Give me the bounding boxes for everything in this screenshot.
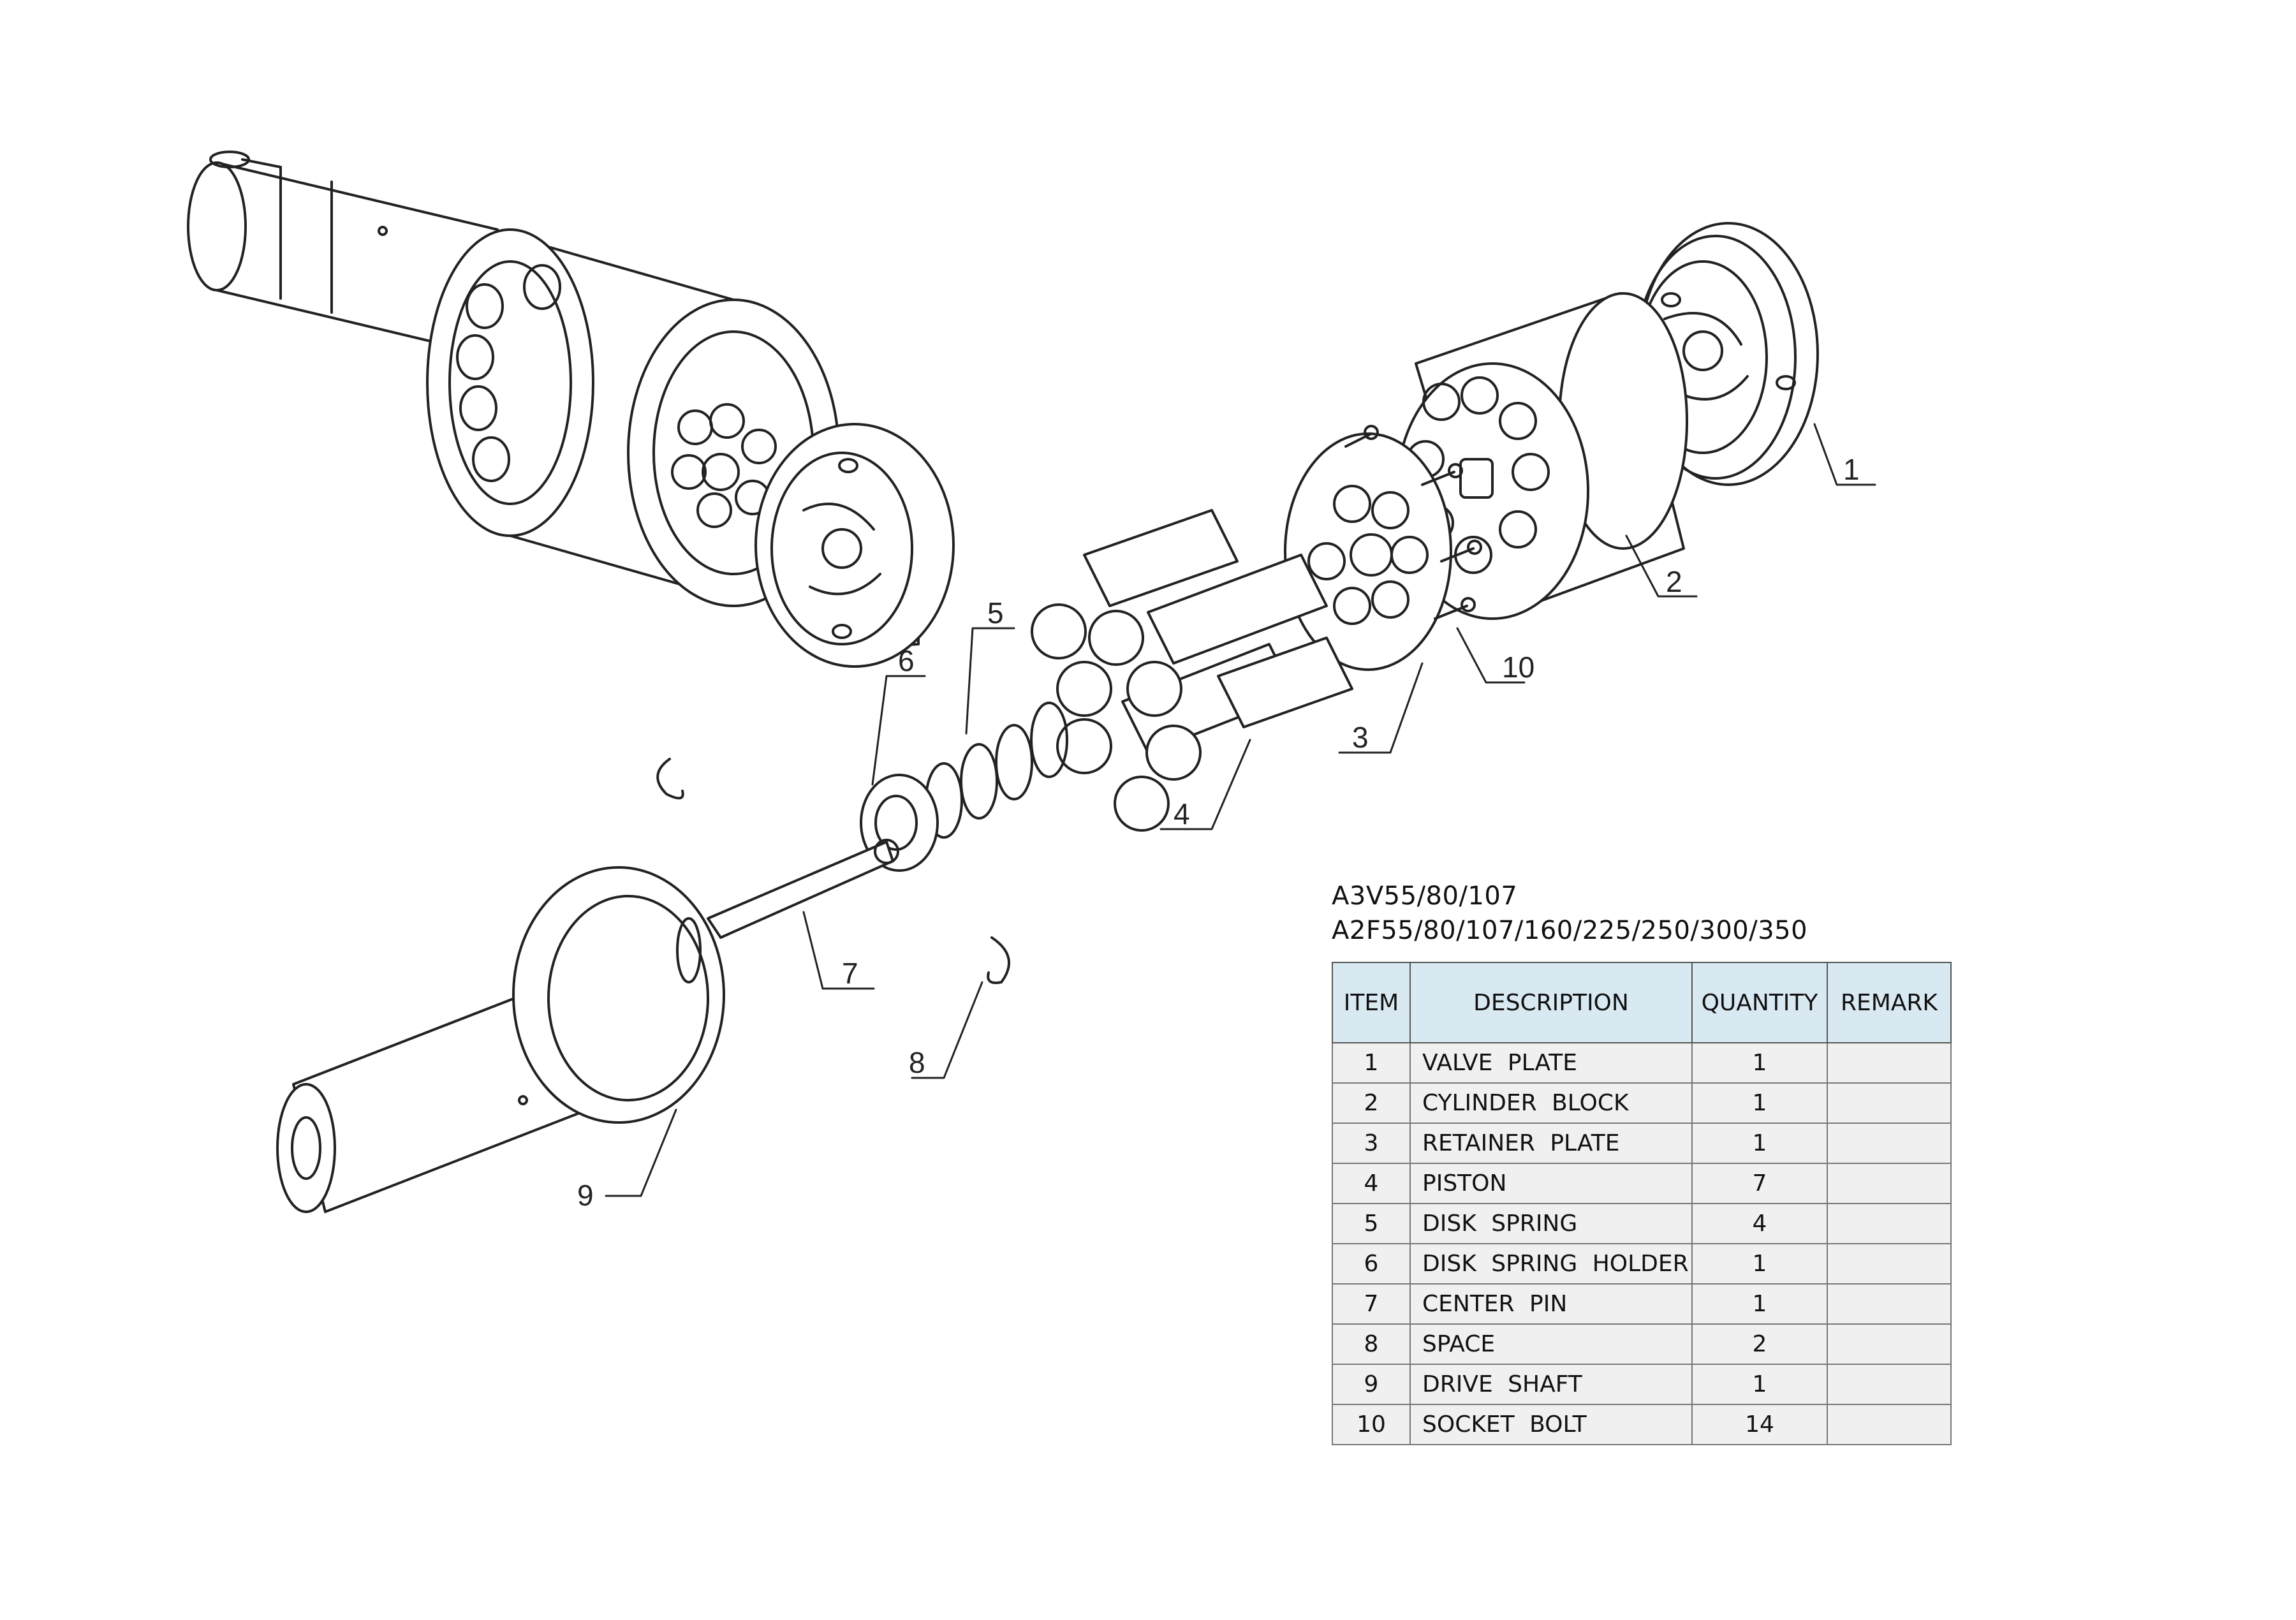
disk-springs: [925, 702, 1068, 839]
cell-item: 5: [1332, 1203, 1411, 1244]
cell-quantity: 1: [1691, 1283, 1828, 1325]
cell-description: CENTER PIN: [1409, 1283, 1693, 1325]
cell-description: DISK SPRING HOLDER: [1409, 1243, 1693, 1285]
cell-remark: [1827, 1283, 1952, 1325]
table-row: 4 PISTON 7: [1332, 1163, 1952, 1204]
model-titles: A3V55/80/107 A2F55/80/107/160/225/250/30…: [1332, 879, 1807, 948]
callout-4: 4: [1174, 797, 1190, 830]
cell-quantity: 7: [1691, 1163, 1828, 1204]
callout-8: 8: [909, 1046, 925, 1079]
assembled-valve-plate-top: [754, 423, 955, 668]
callout-10: 10: [1502, 651, 1534, 684]
header-description: DESCRIPTION: [1409, 962, 1693, 1043]
retainer-plate-exploded: [1284, 432, 1452, 671]
callout-2: 2: [1666, 565, 1682, 598]
table-row: 9 DRIVE SHAFT 1: [1332, 1364, 1952, 1405]
cell-quantity: 14: [1691, 1404, 1828, 1445]
callout-leaders: [605, 423, 1876, 1197]
cell-description: DRIVE SHAFT: [1409, 1364, 1693, 1405]
socket-bolts: [1344, 425, 1482, 620]
cell-description: CYLINDER BLOCK: [1409, 1082, 1693, 1124]
cell-remark: [1827, 1163, 1952, 1204]
callout-6: 6: [898, 644, 915, 677]
cell-quantity: 1: [1691, 1123, 1828, 1164]
cell-quantity: 4: [1691, 1203, 1828, 1244]
cell-item: 1: [1332, 1042, 1411, 1084]
spacer-rings: [656, 758, 1010, 984]
cell-item: 6: [1332, 1243, 1411, 1285]
cell-remark: [1827, 1404, 1952, 1445]
pistons-exploded: [1031, 509, 1353, 832]
model-title-line2: A2F55/80/107/160/225/250/300/350: [1332, 916, 1808, 945]
cell-quantity: 1: [1691, 1082, 1828, 1124]
parts-table: ITEM DESCRIPTION QUANTITY REMARK 1 VALVE…: [1332, 962, 1952, 1445]
table-row: 3 RETAINER PLATE 1: [1332, 1123, 1952, 1164]
cell-remark: [1827, 1203, 1952, 1244]
cell-quantity: 1: [1691, 1364, 1828, 1405]
table-row: 7 CENTER PIN 1: [1332, 1283, 1952, 1325]
cell-item: 8: [1332, 1323, 1411, 1365]
header-remark: REMARK: [1827, 962, 1952, 1043]
header-quantity: QUANTITY: [1691, 962, 1828, 1043]
callout-numbers: 1 2 3 4 5 6 7 8 9 10: [577, 453, 1860, 1212]
cell-item: 7: [1332, 1283, 1411, 1325]
callout-1: 1: [1843, 453, 1860, 486]
cell-remark: [1827, 1364, 1952, 1405]
cell-quantity: 1: [1691, 1243, 1828, 1285]
callout-3: 3: [1352, 721, 1369, 754]
cell-description: SPACE: [1409, 1323, 1693, 1365]
drive-shaft: [276, 866, 725, 1213]
cell-quantity: 1: [1691, 1042, 1828, 1084]
cell-item: 2: [1332, 1082, 1411, 1124]
cell-remark: [1827, 1123, 1952, 1164]
cell-remark: [1827, 1042, 1952, 1084]
cell-remark: [1827, 1243, 1952, 1285]
table-row: 5 DISK SPRING 4: [1332, 1203, 1952, 1244]
cell-description: DISK SPRING: [1409, 1203, 1693, 1244]
cell-item: 3: [1332, 1123, 1411, 1164]
cell-description: PISTON: [1409, 1163, 1693, 1204]
callout-7: 7: [842, 957, 858, 990]
table-row: 1 VALVE PLATE 1: [1332, 1042, 1952, 1084]
cell-description: VALVE PLATE: [1409, 1042, 1693, 1084]
table-row: 10 SOCKET BOLT 14: [1332, 1404, 1952, 1445]
model-title-line1: A3V55/80/107: [1332, 881, 1518, 911]
header-item: ITEM: [1332, 962, 1411, 1043]
table-row: 6 DISK SPRING HOLDER 1: [1332, 1243, 1952, 1285]
cell-description: SOCKET BOLT: [1409, 1404, 1693, 1445]
cell-quantity: 2: [1691, 1323, 1828, 1365]
center-pin: [707, 839, 899, 939]
assembled-shaft-top: [187, 151, 499, 358]
cell-remark: [1827, 1082, 1952, 1124]
table-row: 2 CYLINDER BLOCK 1: [1332, 1082, 1952, 1124]
cell-item: 9: [1332, 1364, 1411, 1405]
parts-table-header: ITEM DESCRIPTION QUANTITY REMARK: [1332, 962, 1952, 1043]
assembled-pistons: [456, 264, 561, 482]
cell-remark: [1827, 1323, 1952, 1365]
cell-item: 10: [1332, 1404, 1411, 1445]
assembled-cylinder-top: [426, 228, 840, 607]
callout-9: 9: [577, 1179, 594, 1212]
cell-item: 4: [1332, 1163, 1411, 1204]
callout-5: 5: [987, 596, 1004, 630]
table-row: 8 SPACE 2: [1332, 1323, 1952, 1365]
cell-description: RETAINER PLATE: [1409, 1123, 1693, 1164]
